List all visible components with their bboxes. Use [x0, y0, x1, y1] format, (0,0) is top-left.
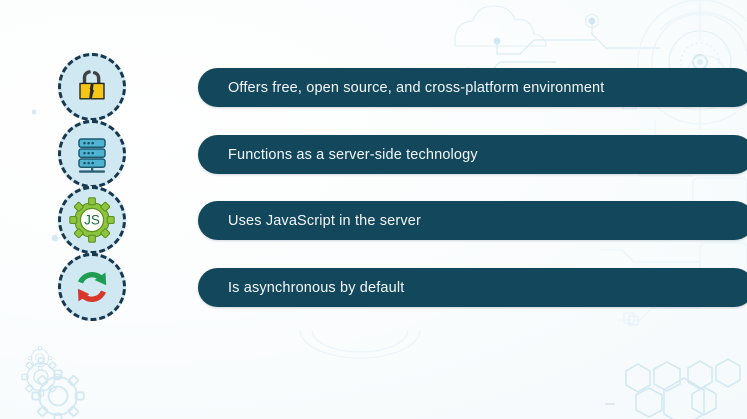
list-item[interactable]: Offers free, open source, and cross-plat…: [58, 53, 747, 121]
server-rack-icon: [58, 120, 126, 188]
feature-text: Functions as a server-side technology: [228, 146, 478, 163]
feature-pill[interactable]: Uses JavaScript in the server: [198, 201, 747, 240]
feature-pill[interactable]: Functions as a server-side technology: [198, 135, 747, 174]
feature-pill[interactable]: Offers free, open source, and cross-plat…: [198, 68, 747, 107]
feature-text: Is asynchronous by default: [228, 279, 405, 296]
broken-padlock-icon: [58, 53, 126, 121]
list-item[interactable]: JS Uses JavaScript in the server: [58, 186, 747, 254]
javascript-gear-icon: JS: [58, 186, 126, 254]
js-label: JS: [84, 213, 100, 228]
feature-pill[interactable]: Is asynchronous by default: [198, 268, 747, 307]
feature-text: Uses JavaScript in the server: [228, 212, 421, 229]
list-item[interactable]: Is asynchronous by default: [58, 253, 747, 321]
feature-text: Offers free, open source, and cross-plat…: [228, 79, 605, 96]
async-sync-arrows-icon: [58, 253, 126, 321]
list-item[interactable]: Functions as a server-side technology: [58, 120, 747, 188]
